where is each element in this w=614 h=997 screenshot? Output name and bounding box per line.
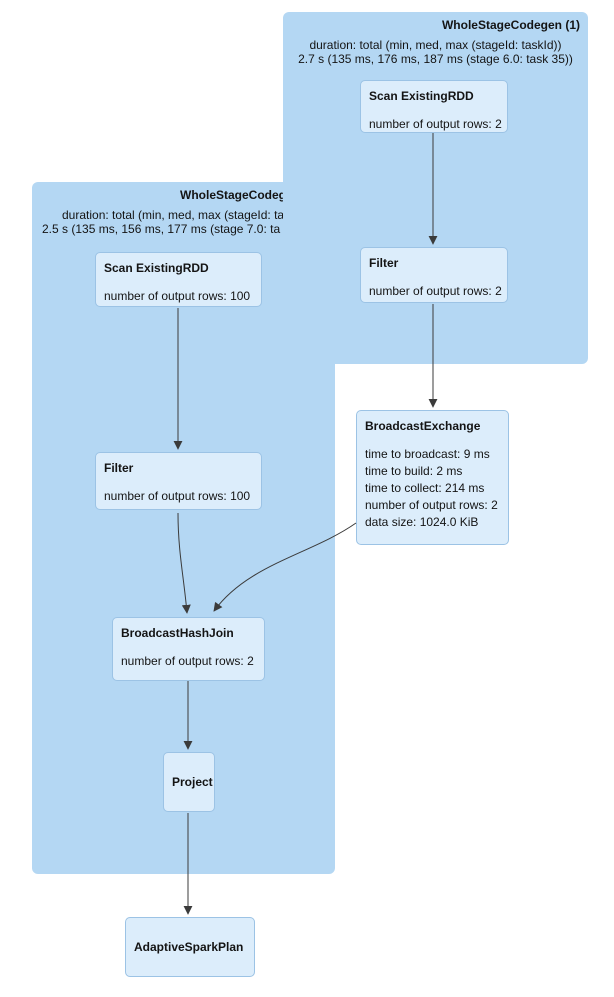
node-metric: number of output rows: 100 (104, 489, 251, 503)
cluster-duration-value: 2.5 s (135 ms, 156 ms, 177 ms (stage 7.0… (42, 222, 281, 236)
node-filter-2[interactable]: Filter number of output rows: 100 (95, 452, 262, 510)
node-title: Scan ExistingRDD (369, 89, 474, 103)
cluster-wholestagecodegen-1: WholeStageCodegen (1) duration: total (m… (283, 12, 588, 364)
node-title: Scan ExistingRDD (104, 261, 209, 275)
node-metric: data size: 1024.0 KiB (365, 515, 479, 529)
node-metric: number of output rows: 2 (369, 284, 502, 298)
node-adaptivesparkplan[interactable]: AdaptiveSparkPlan (125, 917, 255, 977)
node-title: AdaptiveSparkPlan (134, 939, 244, 954)
node-title: BroadcastExchange (365, 419, 481, 433)
node-metric: number of output rows: 100 (104, 289, 251, 303)
node-broadcastexchange[interactable]: BroadcastExchange time to broadcast: 9 m… (356, 410, 509, 545)
node-metric: number of output rows: 2 (369, 117, 502, 131)
cluster-duration-value: 2.7 s (135 ms, 176 ms, 187 ms (stage 6.0… (298, 52, 573, 66)
node-broadcasthashjoin[interactable]: BroadcastHashJoin number of output rows:… (112, 617, 265, 681)
cluster-duration-label: duration: total (min, med, max (stageId:… (309, 38, 562, 52)
node-metric: time to broadcast: 9 ms (365, 447, 490, 461)
node-metric: number of output rows: 2 (365, 498, 498, 512)
node-title: BroadcastHashJoin (121, 626, 234, 640)
node-title: Project (172, 774, 213, 789)
cluster-duration-label: duration: total (min, med, max (stageId:… (62, 208, 315, 222)
node-project[interactable]: Project (163, 752, 215, 812)
node-title: Filter (104, 461, 134, 475)
node-metric: time to build: 2 ms (365, 464, 463, 478)
node-scan-existingrdd-1[interactable]: Scan ExistingRDD number of output rows: … (360, 80, 508, 133)
node-scan-existingrdd-2[interactable]: Scan ExistingRDD number of output rows: … (95, 252, 262, 307)
node-metric: number of output rows: 2 (121, 654, 254, 668)
node-title: Filter (369, 256, 399, 270)
node-filter-1[interactable]: Filter number of output rows: 2 (360, 247, 508, 303)
cluster-title: WholeStageCodegen (1) (441, 18, 580, 32)
cluster-title: WholeStageCodegen (180, 188, 301, 202)
node-metric: time to collect: 214 ms (365, 481, 485, 495)
